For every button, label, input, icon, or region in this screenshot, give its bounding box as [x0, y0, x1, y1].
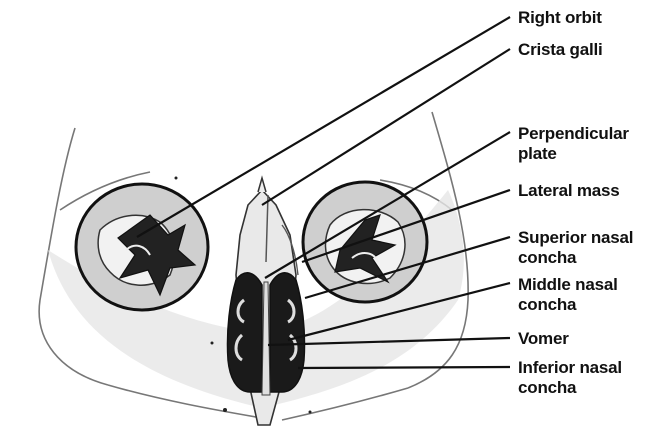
label-right-orbit: Right orbit [518, 8, 602, 28]
nasal-region [227, 178, 304, 425]
label-perpendicular-plate: Perpendicular plate [518, 124, 668, 164]
label-crista-galli: Crista galli [518, 40, 603, 60]
right-orbit-shape [76, 184, 208, 310]
label-middle-nasal-concha: Middle nasal concha [518, 275, 668, 315]
label-vomer: Vomer [518, 329, 569, 349]
leader-inferior-concha [298, 367, 510, 368]
label-superior-nasal-concha: Superior nasal concha [518, 228, 668, 268]
left-orbit-shape [303, 182, 427, 302]
label-lateral-mass: Lateral mass [518, 181, 620, 201]
label-inferior-nasal-concha: Inferior nasal concha [518, 358, 668, 398]
